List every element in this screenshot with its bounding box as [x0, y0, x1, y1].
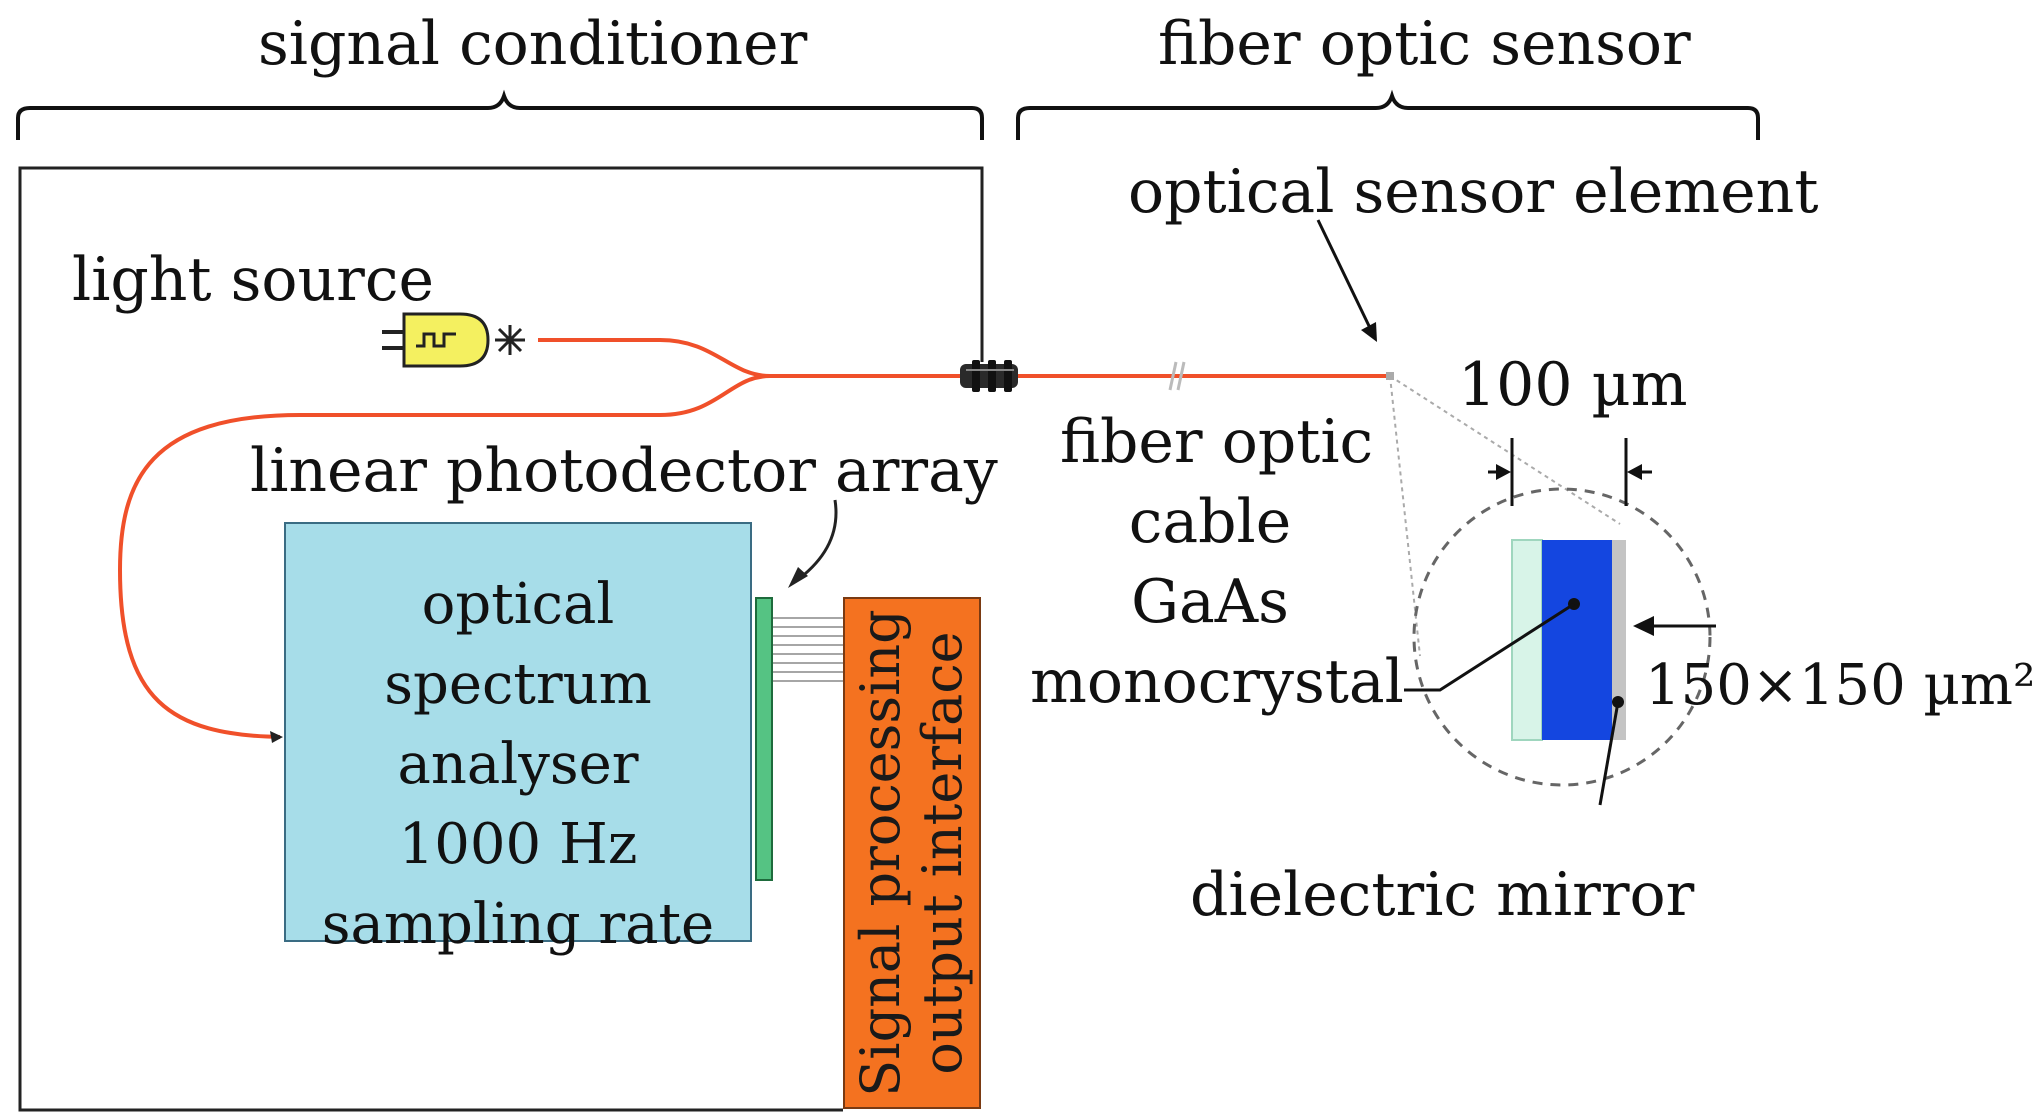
light-source-icon: [382, 312, 525, 368]
signal-conditioner-title: signal conditioner: [258, 9, 808, 79]
osa-line-2: analyser: [397, 732, 639, 797]
fiber-optic-cable-label-line-2: cable: [1128, 487, 1292, 557]
gaas-pointer-line: [1404, 602, 1575, 692]
area-dimension-label: 150×150 µm²: [1645, 653, 2035, 718]
osa-line-4: sampling rate: [321, 892, 715, 957]
optical-spectrum-analyser-label: optical spectrum analyser 1000 Hz sampli…: [284, 565, 752, 965]
gaas-label-line-1: GaAs: [1131, 567, 1289, 637]
fiber-connector-icon: [960, 360, 1018, 392]
dielectric-mirror-layer: [1612, 540, 1626, 740]
osa-line-3: 1000 Hz: [398, 812, 638, 877]
magnified-view-circle: [1412, 487, 1712, 787]
substrate-layer: [1511, 539, 1543, 741]
gaas-label-line-2: monocrystal: [1030, 647, 1404, 717]
fiber-arrowhead: [270, 731, 283, 743]
dimension-arrowhead-right: [1627, 464, 1642, 480]
signal-conditioner-brace: [16, 89, 984, 140]
fiber-optic-cable-label-line-1: fiber optic: [1060, 407, 1374, 477]
photodetector-output-wires: [773, 617, 843, 682]
mirror-pointer-line: [1598, 701, 1620, 806]
signal-processing-label: Signal processing output interface: [849, 609, 974, 1097]
fiber-optic-sensor-title: fiber optic sensor: [1158, 9, 1691, 79]
fiber-to-light-source: [538, 338, 771, 378]
cable-break-mark: [1168, 361, 1186, 391]
signal-processing-line-2: output interface: [911, 631, 974, 1075]
sensor-element-pointer-arrow: [1316, 219, 1372, 329]
zoom-guide-left: [1389, 375, 1421, 657]
area-arrowhead: [1633, 616, 1654, 636]
linear-photodetector-array-label: linear photodector array: [250, 436, 998, 506]
signal-conditioner-enclosure: [18, 166, 984, 1112]
light-source-label: light source: [72, 245, 434, 315]
sensor-element-arrowhead: [1361, 322, 1377, 342]
photodetector-pointer-arrow: [799, 499, 838, 580]
dimension-arrowhead-left: [1496, 464, 1511, 480]
sensor-tip: [1386, 372, 1394, 380]
signal-processing-line-1: Signal processing: [849, 609, 912, 1097]
fiber-optic-sensor-brace: [1016, 89, 1760, 140]
linear-photodetector-array: [755, 597, 773, 881]
dielectric-mirror-label: dielectric mirror: [1190, 860, 1695, 930]
optical-spectrum-analyser-box: [284, 522, 752, 942]
signal-processing-interface-box: [843, 597, 981, 1109]
photodetector-arrowhead: [788, 567, 808, 588]
gaas-crystal-layer: [1542, 540, 1612, 740]
width-dimension-label: 100 µm: [1458, 350, 1688, 420]
fiber-loop-to-analyser: [117, 374, 771, 739]
osa-line-1: optical spectrum: [384, 572, 652, 717]
zoom-guide-top: [1389, 375, 1621, 525]
optical-sensor-element-label: optical sensor element: [1128, 157, 1819, 227]
